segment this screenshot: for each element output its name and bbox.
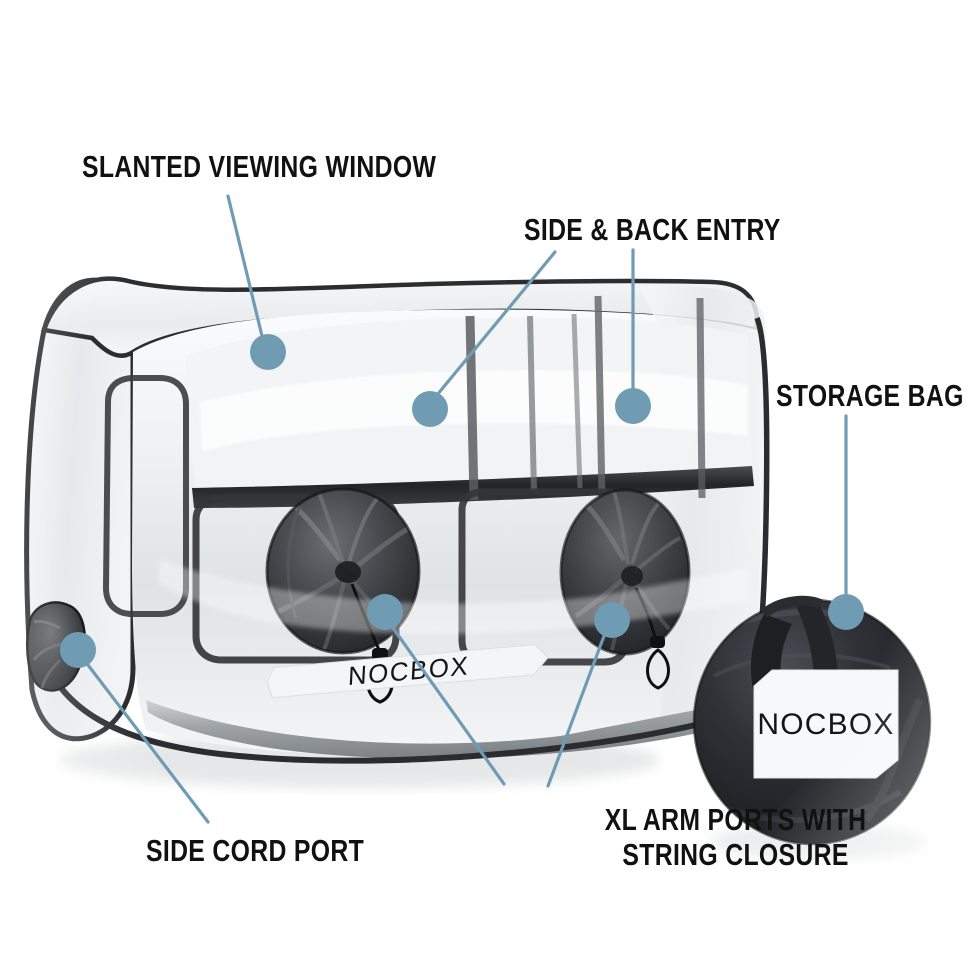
bag-brand-tag: NOCBOX bbox=[753, 669, 899, 779]
bag-brand-tag-text: NOCBOX bbox=[757, 708, 894, 741]
leader-line-side-and-back-entry bbox=[435, 250, 557, 397]
callout-dot-side-and-back-entry[interactable] bbox=[412, 391, 448, 427]
cord-toggle-right bbox=[650, 636, 665, 648]
leader-line-xl-arm-ports bbox=[391, 626, 506, 786]
back-entry-zip-left bbox=[594, 295, 606, 499]
callout-dot-xl-arm-ports[interactable] bbox=[367, 594, 403, 630]
callout-dot-side-and-back-entry[interactable] bbox=[615, 388, 651, 424]
front-seam-rib-1 bbox=[465, 315, 479, 501]
back-entry-zip-right bbox=[696, 297, 706, 499]
callout-label-side-and-back-entry: SIDE & BACK ENTRY bbox=[524, 212, 781, 247]
callout-dot-side-cord-port[interactable] bbox=[60, 632, 96, 668]
callout-label-storage-bag: STORAGE BAG bbox=[776, 378, 964, 413]
front-seam-rib-2 bbox=[527, 315, 537, 493]
callout-label-xl-arm-ports: XL ARM PORTS WITH STRING CLOSURE bbox=[604, 802, 867, 872]
callout-dot-xl-arm-ports[interactable] bbox=[594, 602, 630, 638]
callout-dots bbox=[60, 334, 864, 668]
leader-line-side-cord-port bbox=[86, 663, 210, 824]
main-tent: NOCBOX bbox=[24, 276, 770, 788]
leader-line-slanted-viewing-window bbox=[226, 194, 264, 338]
callout-dot-storage-bag[interactable] bbox=[828, 594, 864, 630]
callout-dot-slanted-viewing-window[interactable] bbox=[250, 334, 286, 370]
callout-label-side-cord-port: SIDE CORD PORT bbox=[146, 833, 365, 868]
callout-leaders bbox=[86, 194, 848, 824]
leader-line-xl-arm-ports bbox=[546, 634, 606, 788]
callout-label-slanted-viewing-window: SLANTED VIEWING WINDOW bbox=[82, 149, 437, 184]
